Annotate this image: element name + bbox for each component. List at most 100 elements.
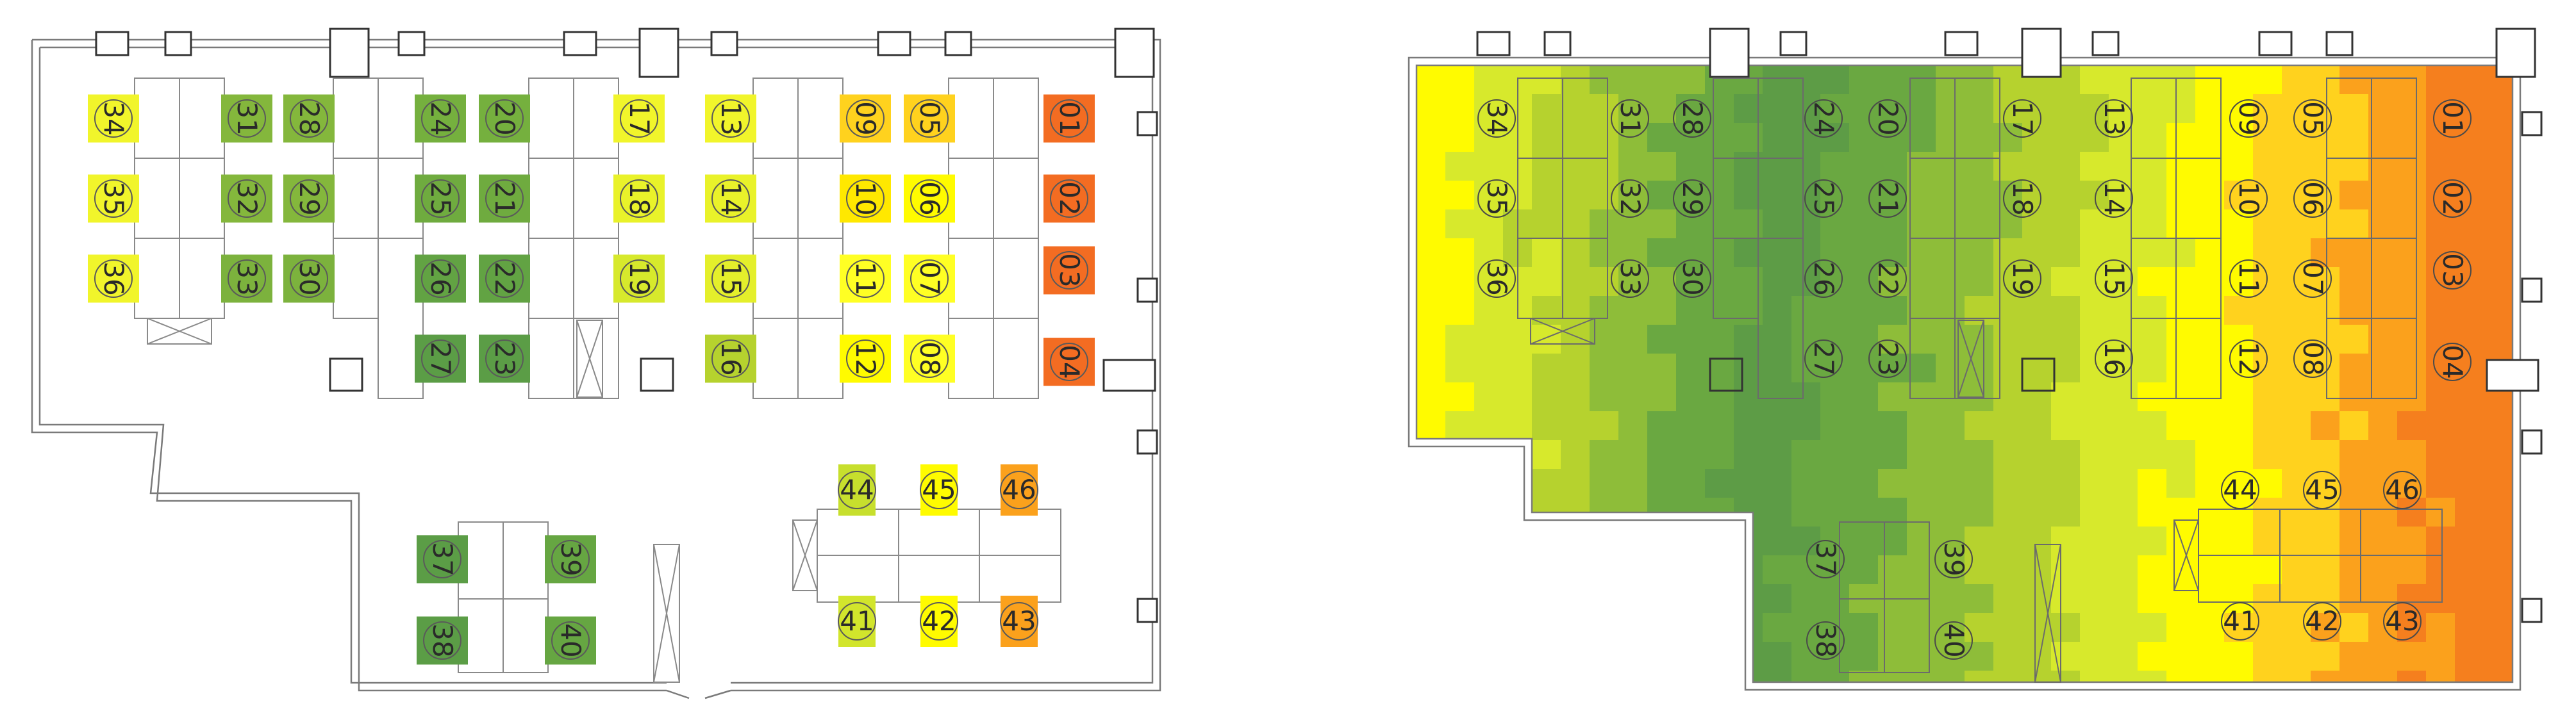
heatmap-cell: [1590, 584, 1618, 613]
heatmap-cell: [1791, 382, 1820, 411]
heatmap-cell: [2080, 152, 2109, 181]
heatmap-cell: [1705, 527, 1734, 555]
heatmap-cell: [1676, 440, 1705, 469]
heatmap-cell: [1503, 642, 1532, 671]
heatmap-cell: [2138, 94, 2166, 123]
heatmap-cell: [1763, 527, 1791, 555]
heatmap-cell: [2166, 440, 2195, 469]
heatmap-cell: [2339, 238, 2368, 267]
seat-label-19: 19: [624, 261, 655, 295]
seat-label-40: 40: [1938, 623, 1970, 657]
heatmap-cell: [1936, 152, 1965, 181]
heatmap-cell: [2397, 527, 2426, 555]
heatmap-cell: [2051, 123, 2080, 152]
heatmap-cell: [1965, 325, 1993, 354]
heatmap-cell: [1532, 209, 1561, 238]
heatmap-cell: [2080, 65, 2109, 94]
heatmap-cell: [1503, 584, 1532, 613]
heatmap-cell: [1561, 181, 1590, 209]
seat-label-46: 46: [2385, 474, 2419, 505]
heatmap-cell: [2339, 181, 2368, 209]
seat-label-18: 18: [2007, 181, 2038, 215]
heatmap-cell: [2253, 382, 2282, 411]
heatmap-cell: [2138, 123, 2166, 152]
heatmap-cell: [1503, 613, 1532, 642]
heatmap-cell: [2051, 527, 2080, 555]
heatmap-cell: [1878, 152, 1907, 181]
heatmap-cell: [2397, 209, 2426, 238]
heatmap-cell: [1907, 181, 1936, 209]
heatmap-cell: [2166, 354, 2195, 382]
heatmap-cell: [1936, 440, 1965, 469]
heatmap-cell: [1849, 469, 1878, 498]
heatmap-cell: [1820, 469, 1849, 498]
heatmap-cell: [1791, 65, 1820, 94]
heatmap-cell: [1820, 65, 1849, 94]
heatmap-cell: [2109, 65, 2138, 94]
seat-label-07: 07: [2297, 261, 2329, 295]
heatmap-cell: [1705, 469, 1734, 498]
heatmap-cell: [1474, 498, 1503, 527]
heatmap-cell: [2253, 671, 2282, 699]
heatmap-cell: [1618, 671, 1647, 699]
heatmap-cell: [1647, 527, 1676, 555]
heatmap-cell: [2426, 584, 2455, 613]
heatmap-cell: [1763, 65, 1791, 94]
heatmap-cell: [2080, 469, 2109, 498]
seat-label-03: 03: [2437, 253, 2468, 287]
heatmap-cell: [1561, 642, 1590, 671]
heatmap-cell: [2426, 65, 2455, 94]
heatmap-cell: [2109, 411, 2138, 440]
heatmap-cell: [1705, 642, 1734, 671]
heatmap-cell: [2311, 382, 2339, 411]
heatmap-cell: [1936, 498, 1965, 527]
heatmap-cell: [2195, 152, 2224, 181]
heatmap-cell: [2138, 642, 2166, 671]
heatmap-cell: [2484, 527, 2513, 555]
heatmap-cell: [1763, 181, 1791, 209]
heatmap-cell: [1417, 411, 1445, 440]
heatmap-cell: [1561, 267, 1590, 296]
seat-label-44: 44: [840, 474, 874, 505]
heatmap-cell: [2339, 469, 2368, 498]
heatmap-cell: [2051, 296, 2080, 325]
heatmap-cell: [2484, 94, 2513, 123]
heatmap-cell: [2051, 267, 2080, 296]
seat-label-17: 17: [624, 101, 655, 135]
heatmap-cell: [2397, 94, 2426, 123]
seat-label-23: 23: [489, 341, 520, 375]
seat-label-31: 31: [231, 101, 263, 135]
heatmap-cell: [2484, 584, 2513, 613]
heatmap-cell: [1705, 411, 1734, 440]
seat-label-12: 12: [850, 341, 881, 375]
heatmap-cell: [1647, 440, 1676, 469]
heatmap-cell: [2195, 209, 2224, 238]
heatmap-cell: [1618, 555, 1647, 584]
heatmap-cell: [2426, 411, 2455, 440]
heatmap-cell: [1618, 642, 1647, 671]
heatmap-cell: [1417, 65, 1445, 94]
heatmap-cell: [1590, 671, 1618, 699]
heatmap-cell: [2484, 555, 2513, 584]
heatmap-cell: [1907, 440, 1936, 469]
heatmap-cell: [1936, 209, 1965, 238]
heatmap-cell: [1532, 469, 1561, 498]
heatmap-cell: [1445, 613, 1474, 642]
seat-label-10: 10: [850, 181, 881, 215]
heatmap-cell: [1936, 354, 1965, 382]
heatmap-cell: [1907, 382, 1936, 411]
heatmap-cell: [2224, 152, 2253, 181]
heatmap-cell: [1417, 152, 1445, 181]
seat-label-01: 01: [1054, 101, 1085, 135]
heatmap-cell: [2109, 671, 2138, 699]
seat-label-25: 25: [425, 181, 456, 215]
heatmap-cell: [1993, 469, 2022, 498]
heatmap-cell: [2368, 152, 2397, 181]
heatmap-cell: [1993, 642, 2022, 671]
heatmap-cell: [1965, 238, 1993, 267]
heatmap-cell: [1532, 152, 1561, 181]
heatmap-cell: [1734, 527, 1763, 555]
heatmap-cell: [2397, 411, 2426, 440]
heatmap-cell: [2051, 354, 2080, 382]
heatmap-cell: [2022, 152, 2051, 181]
